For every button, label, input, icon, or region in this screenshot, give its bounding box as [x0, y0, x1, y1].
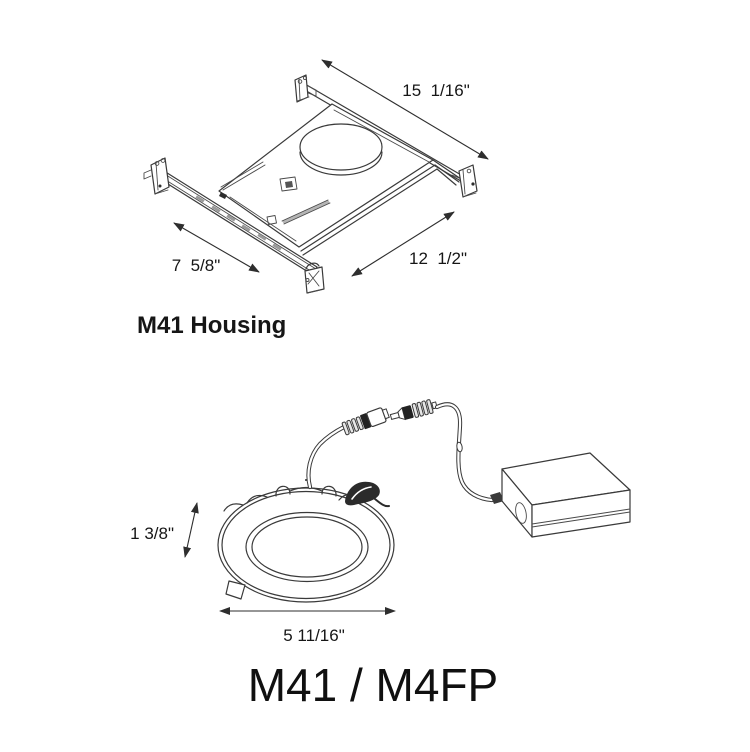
- dimension-arrow-height: [183, 502, 199, 558]
- downlight-spring-tabs: [223, 479, 354, 512]
- dimension-label-bar-length: 7 5/8": [172, 256, 221, 275]
- dimension-label-height: 1 3/8": [130, 524, 174, 543]
- dimension-label-depth: 12 1/2": [409, 249, 467, 268]
- dimension-arrow-bar-length: [173, 222, 260, 273]
- quick-connector-male: [389, 399, 438, 421]
- downlight-trim: [217, 487, 395, 603]
- housing-bracket-bottom: [304, 262, 325, 294]
- product-title: M41 / M4FP: [248, 659, 499, 711]
- housing-plate-details: [219, 161, 331, 225]
- quick-connector-female: [341, 407, 390, 436]
- dimension-arrow-depth: [351, 211, 455, 277]
- housing-bracket-right: [451, 164, 478, 198]
- dimension-label-width: 15 1/16": [402, 81, 469, 100]
- fixture-lead-wire: [306, 424, 347, 490]
- housing-bracket-top-left: [294, 74, 317, 103]
- junction-box: [501, 452, 631, 538]
- downlight-tab: [225, 580, 246, 600]
- fixture-figure: 1 3/8" 5 11/16" M41 / M4FP: [130, 399, 631, 711]
- dimension-label-diameter: 5 11/16": [283, 626, 345, 645]
- dimension-arrow-width: [321, 59, 489, 160]
- housing-caption: M41 Housing: [137, 312, 286, 339]
- torsion-spring-clip: [345, 481, 390, 508]
- housing-figure: 15 1/16" 7 5/8" 12 1/2" M41 Housing: [137, 59, 489, 339]
- housing-bracket-left: [143, 157, 170, 195]
- driver-wire: [434, 402, 504, 504]
